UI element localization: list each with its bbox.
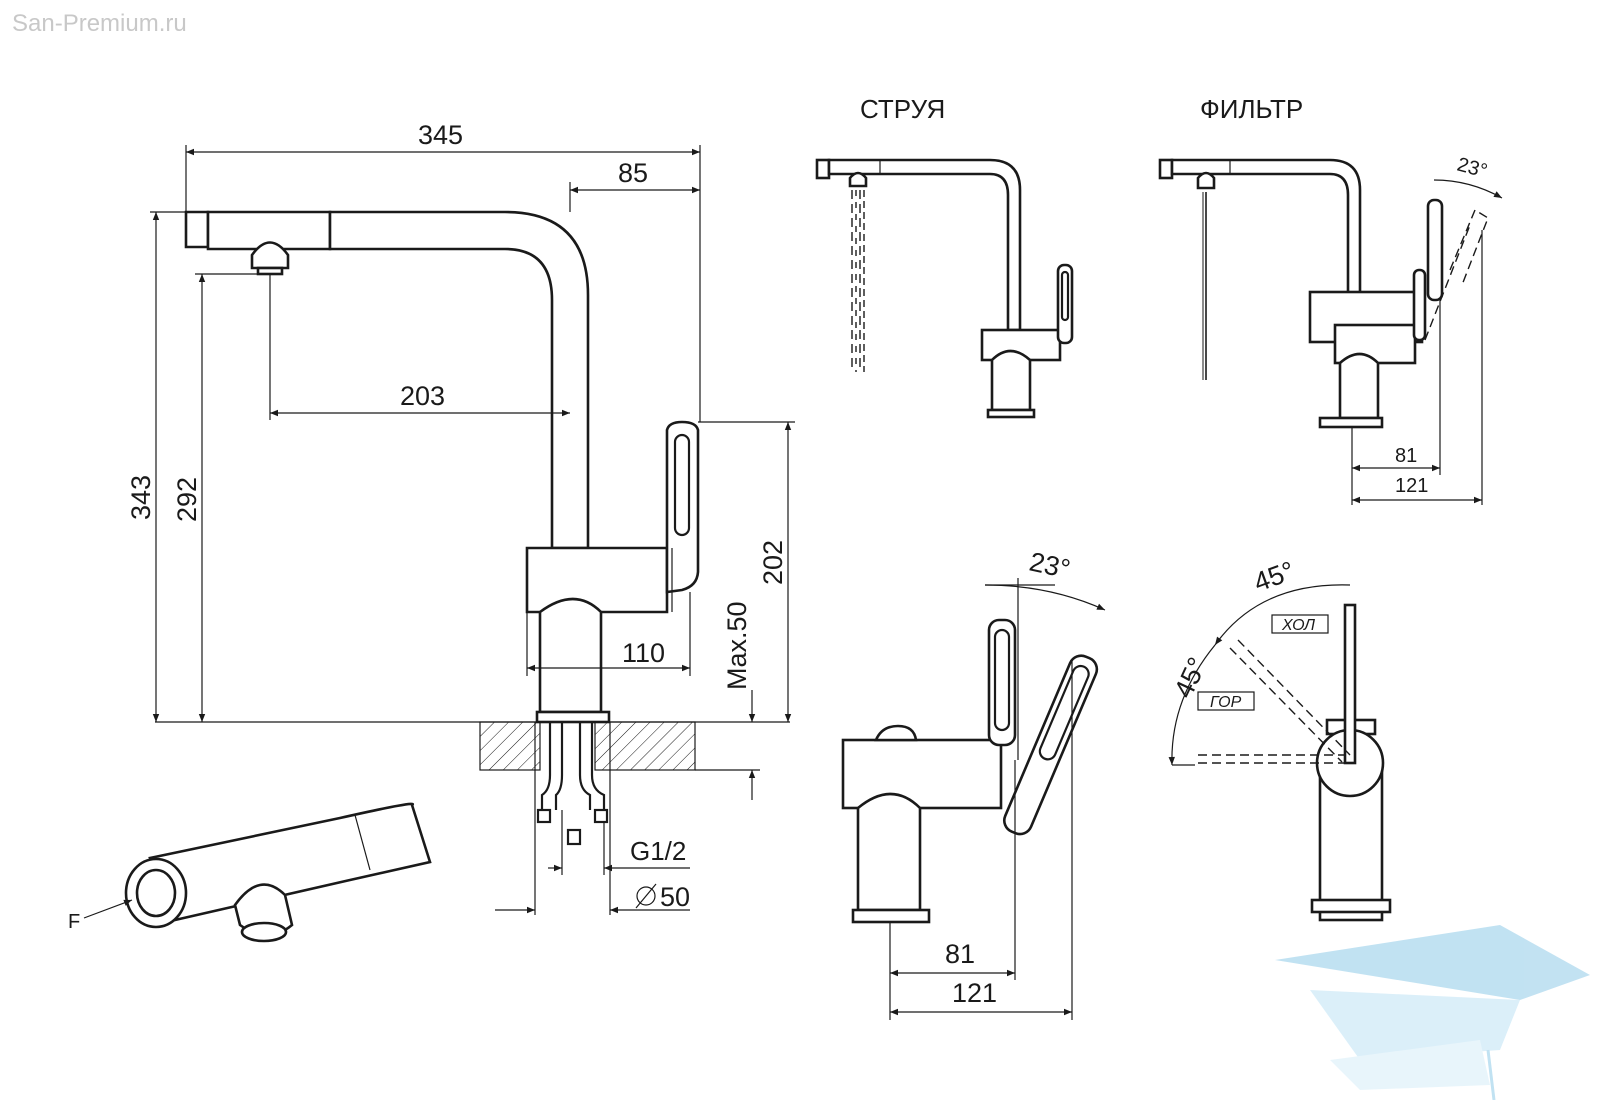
filter-label: ФИЛЬТР	[1200, 94, 1303, 124]
top-view: 45° 45° ХОЛ ГОР	[1168, 555, 1392, 922]
flow-label: F	[68, 911, 80, 933]
filter-view: ФИЛЬТР 23° 81 121	[1158, 94, 1503, 505]
angle-23: 23°	[1027, 547, 1073, 585]
hot-label: ГОР	[1210, 694, 1242, 711]
bathtub-logo	[1275, 925, 1590, 1100]
main-front-view: 345 85 203 343 292 202 110 Max.50	[126, 120, 795, 915]
dim-diameter: 50	[660, 882, 690, 912]
water-jet	[851, 190, 865, 372]
dim-343: 343	[126, 475, 156, 520]
dim-max50: Max.50	[722, 601, 752, 690]
dim-85: 85	[618, 158, 648, 188]
dim-202: 202	[758, 540, 788, 585]
side-view: 23° 81 121	[841, 547, 1106, 1020]
dim-345: 345	[418, 120, 463, 150]
dim-side-81: 81	[945, 939, 975, 969]
small-angle-23: 23°	[1455, 154, 1490, 183]
small-dim-121: 121	[1395, 475, 1428, 497]
watermark-text: San-Premium.ru	[12, 10, 187, 37]
dim-side-121: 121	[952, 978, 997, 1008]
jet-label: СТРУЯ	[860, 94, 945, 124]
small-dim-81: 81	[1395, 445, 1417, 467]
spout-detail: F	[68, 802, 432, 943]
dim-110: 110	[622, 638, 665, 668]
dim-thread: G1/2	[630, 836, 686, 866]
cold-label: ХОЛ	[1281, 617, 1315, 634]
dim-203: 203	[400, 381, 445, 411]
angle-45-left: 45°	[1168, 653, 1212, 703]
dim-292: 292	[172, 477, 202, 522]
jet-view: СТРУЯ	[815, 94, 1074, 419]
